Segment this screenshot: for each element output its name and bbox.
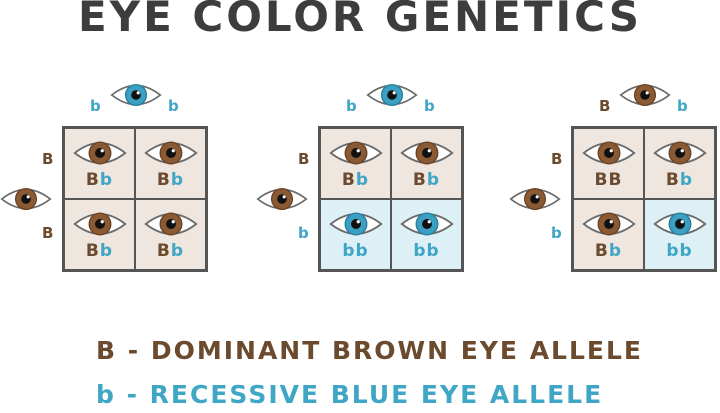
offspring-cell: bb <box>391 199 462 270</box>
offspring-cell: Bb <box>644 128 715 199</box>
top-parent-allele: b <box>168 97 179 115</box>
offspring-cell: Bb <box>391 128 462 199</box>
left-parent-allele: B <box>42 224 54 242</box>
brown-eye-icon <box>652 138 707 172</box>
brown-eye-icon <box>399 138 454 172</box>
left-parent-allele: B <box>298 150 310 168</box>
genotype-label: bb <box>666 240 693 261</box>
genotype-label: Bb <box>156 169 185 190</box>
offspring-cell: Bb <box>64 199 135 270</box>
top-parent-allele: b <box>424 97 435 115</box>
blue-eye-icon <box>399 209 454 243</box>
brown-eye-icon <box>72 209 127 243</box>
top-parent-allele: b <box>677 97 688 115</box>
brown-eye-icon <box>328 138 383 172</box>
legend-recessive: b - RECESSIVE BLUE EYE ALLELE <box>96 380 604 409</box>
punnett-grid: Bb Bb bb bb <box>318 126 464 272</box>
genotype-label: Bb <box>85 240 114 261</box>
brown-eye-icon <box>72 138 127 172</box>
left-parent-allele: B <box>42 150 54 168</box>
offspring-cell: Bb <box>320 128 391 199</box>
top-parent-eye-icon <box>110 80 162 114</box>
genotype-label: Bb <box>341 169 370 190</box>
offspring-cell: bb <box>320 199 391 270</box>
top-parent-eye-icon <box>619 80 671 114</box>
blue-eye-icon <box>328 209 383 243</box>
genotype-label: Bb <box>412 169 441 190</box>
offspring-cell: Bb <box>64 128 135 199</box>
genotype-label: bb <box>413 240 440 261</box>
punnett-grid: Bb Bb Bb Bb <box>62 126 208 272</box>
genotype-label: Bb <box>85 169 114 190</box>
top-parent-allele: B <box>599 97 611 115</box>
top-parent-eye-icon <box>366 80 418 114</box>
brown-eye-icon <box>143 138 198 172</box>
left-parent-allele: B <box>551 150 563 168</box>
brown-eye-icon <box>581 209 636 243</box>
genotype-label: BB <box>594 169 623 190</box>
left-parent-eye-icon <box>256 184 308 218</box>
offspring-cell: Bb <box>135 199 206 270</box>
genotype-label: bb <box>342 240 369 261</box>
left-parent-allele: b <box>298 224 309 242</box>
diagram-title: EYE COLOR GENETICS <box>77 0 642 41</box>
genotype-label: Bb <box>156 240 185 261</box>
offspring-cell: Bb <box>573 199 644 270</box>
genotype-label: Bb <box>665 169 694 190</box>
top-parent-allele: b <box>90 97 101 115</box>
top-parent-allele: b <box>346 97 357 115</box>
left-parent-eye-icon <box>509 184 561 218</box>
brown-eye-icon <box>143 209 198 243</box>
blue-eye-icon <box>652 209 707 243</box>
left-parent-allele: b <box>551 224 562 242</box>
offspring-cell: bb <box>644 199 715 270</box>
genotype-label: Bb <box>594 240 623 261</box>
brown-eye-icon <box>581 138 636 172</box>
punnett-grid: BB Bb Bb bb <box>571 126 717 272</box>
offspring-cell: Bb <box>135 128 206 199</box>
offspring-cell: BB <box>573 128 644 199</box>
legend-dominant: B - DOMINANT BROWN EYE ALLELE <box>96 336 643 365</box>
left-parent-eye-icon <box>0 184 52 218</box>
